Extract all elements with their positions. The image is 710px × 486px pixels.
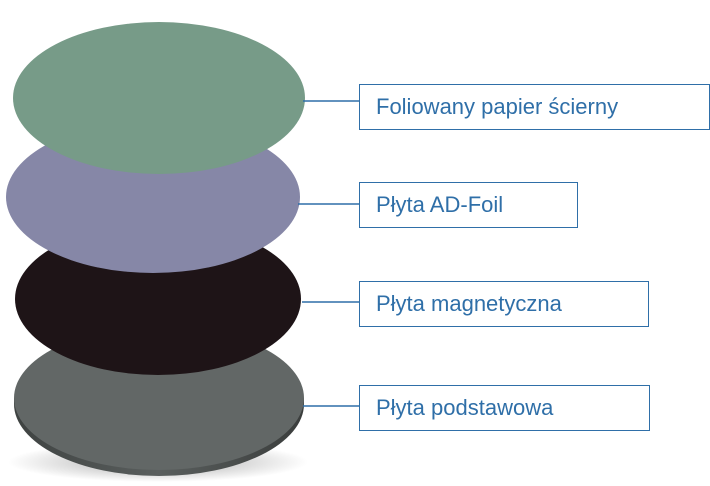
callout-base-plate: Płyta podstawowa xyxy=(359,385,650,431)
abrasive-paper-top xyxy=(13,22,305,174)
callout-foil-abrasive-paper: Foliowany papier ścierny xyxy=(359,84,710,130)
leader-lines xyxy=(298,100,359,407)
callout-label: Płyta magnetyczna xyxy=(376,291,562,316)
callout-label: Foliowany papier ścierny xyxy=(376,94,619,119)
callout-ad-foil-plate: Płyta AD-Foil xyxy=(359,182,578,228)
callout-magnetic-plate: Płyta magnetyczna xyxy=(359,281,649,327)
callout-label: Płyta AD-Foil xyxy=(376,192,504,217)
callout-label: Płyta podstawowa xyxy=(376,395,554,420)
layer-foil-abrasive-paper xyxy=(13,22,305,174)
